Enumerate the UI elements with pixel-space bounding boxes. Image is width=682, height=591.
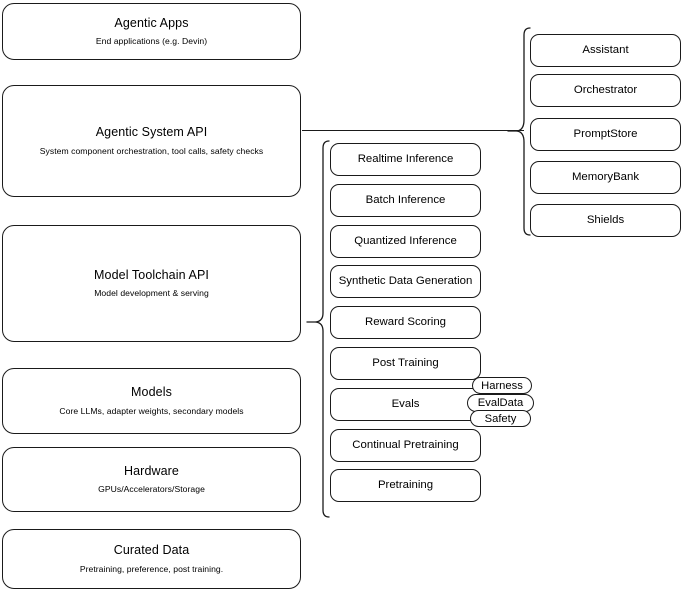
system-box-assistant[interactable]: Assistant — [530, 34, 681, 67]
system-box-shields[interactable]: Shields — [530, 204, 681, 237]
layer-agentic-system-api[interactable]: Agentic System API System component orch… — [2, 85, 301, 197]
system-box-label: Orchestrator — [573, 84, 638, 97]
evals-badge-label: Harness — [481, 379, 523, 392]
layer-subtitle: GPUs/Accelerators/Storage — [98, 484, 205, 495]
layer-title: Models — [131, 385, 172, 400]
layer-subtitle: Model development & serving — [94, 288, 209, 299]
brace-system-components — [507, 27, 531, 236]
layer-subtitle: End applications (e.g. Devin) — [95, 36, 208, 47]
toolchain-box-label: Evals — [391, 398, 420, 411]
layer-title: Agentic System API — [95, 125, 208, 140]
layer-title: Hardware — [124, 463, 179, 478]
toolchain-box-evals[interactable]: Evals — [330, 388, 481, 421]
evals-badge-label: EvalData — [477, 397, 524, 409]
connector-line-system-api — [302, 130, 524, 131]
toolchain-box-continual-pretraining[interactable]: Continual Pretraining — [330, 429, 481, 462]
system-box-orchestrator[interactable]: Orchestrator — [530, 74, 681, 107]
layer-title: Model Toolchain API — [94, 267, 209, 282]
toolchain-box-label: Batch Inference — [365, 194, 446, 207]
layer-title: Curated Data — [113, 543, 190, 558]
toolchain-box-label: Reward Scoring — [364, 316, 447, 329]
toolchain-box-quantized-inference[interactable]: Quantized Inference — [330, 225, 481, 258]
toolchain-box-label: Realtime Inference — [357, 153, 454, 166]
toolchain-box-realtime-inference[interactable]: Realtime Inference — [330, 143, 481, 176]
system-box-label: Shields — [586, 214, 625, 227]
toolchain-box-post-training[interactable]: Post Training — [330, 347, 481, 380]
toolchain-box-synthetic-data-generation[interactable]: Synthetic Data Generation — [330, 265, 481, 298]
layer-agentic-apps[interactable]: Agentic Apps End applications (e.g. Devi… — [2, 3, 301, 60]
layer-models[interactable]: Models Core LLMs, adapter weights, secon… — [2, 368, 301, 434]
toolchain-box-label: Continual Pretraining — [352, 439, 459, 452]
brace-toolchain-components — [306, 140, 330, 518]
toolchain-box-label: Pretraining — [377, 479, 434, 492]
system-box-label: MemoryBank — [571, 171, 640, 184]
toolchain-box-pretraining[interactable]: Pretraining — [330, 469, 481, 502]
layer-model-toolchain-api[interactable]: Model Toolchain API Model development & … — [2, 225, 301, 342]
evals-badge-harness[interactable]: Harness — [472, 377, 532, 394]
layer-subtitle: Core LLMs, adapter weights, secondary mo… — [59, 405, 244, 416]
toolchain-box-label: Quantized Inference — [354, 235, 457, 248]
toolchain-box-reward-scoring[interactable]: Reward Scoring — [330, 306, 481, 339]
toolchain-box-label: Post Training — [372, 357, 439, 370]
system-box-memorybank[interactable]: MemoryBank — [530, 161, 681, 194]
evals-badge-safety[interactable]: Safety — [470, 410, 531, 427]
layer-title: Agentic Apps — [114, 15, 189, 30]
layer-subtitle: System component orchestration, tool cal… — [39, 145, 264, 156]
evals-badge-label: Safety — [484, 412, 517, 425]
toolchain-box-label: Synthetic Data Generation — [338, 275, 473, 288]
layer-hardware[interactable]: Hardware GPUs/Accelerators/Storage — [2, 447, 301, 512]
layer-subtitle: Pretraining, preference, post training. — [79, 563, 224, 574]
system-box-promptstore[interactable]: PromptStore — [530, 118, 681, 151]
system-box-label: Assistant — [582, 44, 629, 57]
layer-curated-data[interactable]: Curated Data Pretraining, preference, po… — [2, 529, 301, 589]
system-box-label: PromptStore — [573, 128, 638, 141]
toolchain-box-batch-inference[interactable]: Batch Inference — [330, 184, 481, 217]
